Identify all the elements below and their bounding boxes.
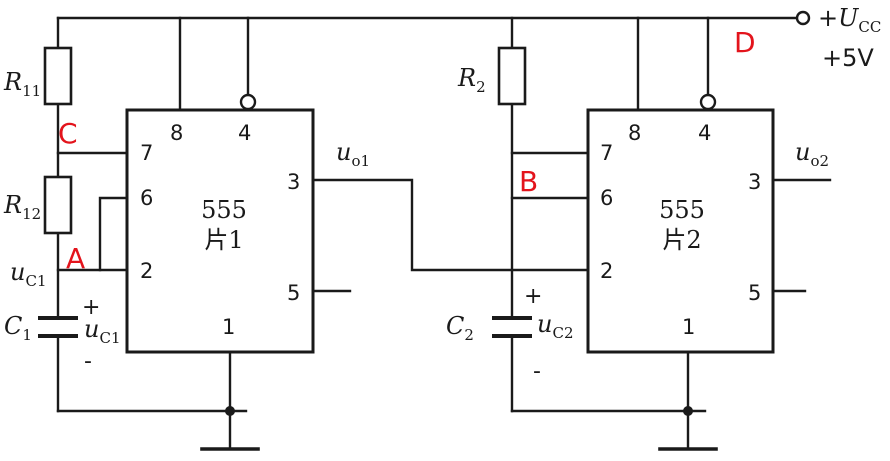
chip2-pin-2: 2 xyxy=(600,259,613,283)
chip1-pin-2: 2 xyxy=(140,259,153,283)
chip1-pin-4: 4 xyxy=(238,121,251,145)
chip1-pin-6: 6 xyxy=(140,186,153,210)
junction-dot-left xyxy=(225,406,235,416)
wire-pin6-chip1 xyxy=(98,196,129,272)
resistor-r12 xyxy=(43,175,73,235)
supply-voltage: +5V xyxy=(822,44,874,72)
label-uc1-left: uC1 xyxy=(10,258,47,290)
capacitor-c2 xyxy=(492,316,532,338)
chip2-pin-3: 3 xyxy=(748,170,761,194)
junction-dot-right xyxy=(683,406,693,416)
chip1-pin-3: 3 xyxy=(287,170,300,194)
label-r11: R11 xyxy=(3,68,41,100)
chip2-pin-4: 4 xyxy=(698,121,711,145)
reset-bubble-chip2 xyxy=(699,93,717,111)
supply-terminal xyxy=(795,10,811,26)
wire-uo1-to-chip2-pin2 xyxy=(311,178,590,272)
resistor-r2 xyxy=(497,46,527,106)
chip2-body xyxy=(586,108,775,354)
label-uc2-cap: uC2 xyxy=(537,310,574,342)
label-c1: C1 xyxy=(4,312,32,344)
chip1-pin-1: 1 xyxy=(222,315,235,339)
chip1-pin-7: 7 xyxy=(140,141,153,165)
chip2-pin-5: 5 xyxy=(748,281,761,305)
chip2-name: 片2 xyxy=(662,226,701,254)
supply-label: +UCC xyxy=(818,4,881,36)
chip2-pin-6: 6 xyxy=(600,186,613,210)
point-b: B xyxy=(519,165,538,198)
label-c2: C2 xyxy=(446,312,474,344)
label-uc1-cap: uC1 xyxy=(84,315,121,347)
chip2-pin-1: 1 xyxy=(682,315,695,339)
polarity-plus-c1: + xyxy=(82,295,100,320)
label-uo2: uo2 xyxy=(795,138,829,170)
chip1-body xyxy=(125,108,315,354)
polarity-minus-c2: - xyxy=(533,359,541,384)
chip2-number: 555 xyxy=(659,196,705,224)
chip2-pin-8: 8 xyxy=(628,121,641,145)
polarity-plus-c2: + xyxy=(524,284,542,309)
chip2-pin-7: 7 xyxy=(600,141,613,165)
point-d: D xyxy=(734,26,756,59)
label-r12: R12 xyxy=(3,191,41,223)
polarity-minus-c1: - xyxy=(84,349,92,374)
point-c: C xyxy=(58,117,78,150)
chip1-number: 555 xyxy=(201,196,247,224)
wires xyxy=(56,16,832,449)
point-a: A xyxy=(66,242,85,275)
label-uo1: uo1 xyxy=(336,138,370,170)
chip1-pin-8: 8 xyxy=(170,121,183,145)
reset-bubble-chip1 xyxy=(239,93,257,111)
chip1-pin-5: 5 xyxy=(287,281,300,305)
label-r2: R2 xyxy=(457,64,486,96)
resistor-r11 xyxy=(43,46,73,106)
capacitor-c1 xyxy=(38,316,78,338)
chip1-name: 片1 xyxy=(204,226,243,254)
